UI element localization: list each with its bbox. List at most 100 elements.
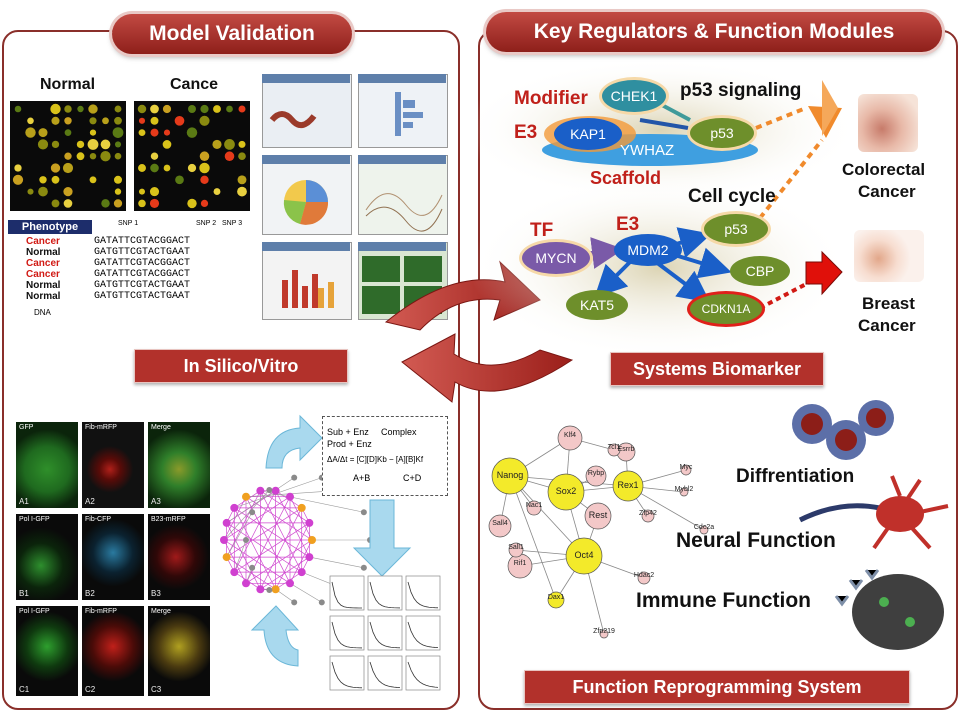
network-node bbox=[256, 585, 265, 594]
phenotype-row-sequence: GATGTTCGTACTGAAT bbox=[94, 247, 191, 258]
gene-label-esrrb: Esrrb bbox=[617, 446, 635, 453]
phenotype-row-sequence: GATATTCGTACGGACT bbox=[94, 258, 191, 269]
in-silico-vitro-label: In Silico/Vitro bbox=[134, 349, 348, 383]
neural-function-label: Neural Function bbox=[676, 529, 836, 552]
phenotype-row-label: Normal bbox=[26, 247, 61, 258]
node-cdkn1a: CDKN1A bbox=[690, 294, 762, 324]
gene-node-zfp42 bbox=[641, 509, 655, 523]
function-reprogramming-label: Function Reprogramming System bbox=[524, 670, 910, 704]
gene-label-mybl2: Mybl2 bbox=[674, 486, 694, 493]
gene-node-rybp bbox=[585, 465, 607, 487]
gene-node-nanog bbox=[491, 457, 529, 495]
network-node bbox=[297, 568, 306, 577]
gene-node-sall1 bbox=[508, 542, 524, 558]
micro-image-a1: A1 bbox=[16, 422, 78, 508]
network-node bbox=[286, 492, 294, 501]
snp1-label: SNP 1 bbox=[118, 220, 139, 227]
p53-signaling-label: p53 signaling bbox=[680, 80, 802, 101]
gene-label-rest: Rest bbox=[588, 510, 608, 520]
gene-label-rybp: Rybp bbox=[587, 470, 605, 477]
immune-function-label: Immune Function bbox=[636, 589, 811, 612]
network-node bbox=[308, 536, 316, 544]
node-cbp: CBP bbox=[730, 256, 790, 286]
model-validation-title: Model Validation bbox=[112, 14, 352, 54]
node-chek1: CHEK1 bbox=[602, 80, 666, 112]
network-node bbox=[222, 518, 231, 527]
scaffold-label: Scaffold bbox=[590, 168, 662, 188]
network-node bbox=[318, 599, 325, 606]
micro-label-b23-mrfp: B23-mRFP bbox=[151, 516, 186, 523]
micro-label-fib-mrfp: Fib-mRFP bbox=[85, 424, 117, 431]
micro-label-pol1-gfp: Pol I-GFP bbox=[19, 516, 50, 523]
cell-cycle-label: Cell cycle bbox=[688, 186, 776, 207]
phenotype-row-label: Normal bbox=[26, 291, 61, 302]
node-mycn: MYCN bbox=[522, 242, 590, 274]
gene-node-dax1 bbox=[547, 591, 565, 609]
gene-label-dax1: Dax1 bbox=[547, 594, 565, 601]
network-node bbox=[249, 509, 256, 516]
micro-image-a3: A3 bbox=[148, 422, 210, 508]
network-node bbox=[249, 564, 256, 571]
microarray-cancer-label: Cance bbox=[170, 76, 219, 93]
network-node bbox=[266, 486, 273, 493]
network-node bbox=[291, 599, 298, 606]
network-node bbox=[266, 587, 273, 594]
network-node bbox=[242, 579, 250, 588]
network-node bbox=[271, 585, 280, 594]
gene-node-hdac2 bbox=[637, 571, 651, 585]
micro-label-fib-cfp: Fib-CFP bbox=[85, 516, 112, 523]
eq3-right: C+D bbox=[403, 473, 422, 483]
gene-node-zfp219 bbox=[599, 629, 609, 639]
gene-label-rex1: Rex1 bbox=[617, 480, 639, 490]
microarray-normal-label: Normal bbox=[40, 76, 96, 93]
node-p53-bottom: p53 bbox=[704, 214, 768, 244]
simulation-plot bbox=[329, 615, 365, 651]
breast-label-2: Cancer bbox=[858, 316, 916, 335]
network-node bbox=[305, 518, 314, 527]
gene-label-sall1: Sall1 bbox=[508, 544, 524, 551]
micro-label-merge: Merge bbox=[151, 424, 171, 431]
eq1-complex: Complex bbox=[381, 427, 417, 437]
eq1-substrate: Sub + Enz bbox=[327, 427, 369, 437]
network-node bbox=[360, 564, 367, 571]
micro-label-fib-mrfp-2: Fib-mRFP bbox=[85, 608, 117, 615]
gene-node-tcl1 bbox=[607, 443, 621, 457]
gene-node-rest bbox=[584, 502, 612, 530]
eq1-product: Prod + Enz bbox=[327, 439, 372, 449]
equation-box: Sub + Enz Complex Prod + Enz ΔA/Δt = [C]… bbox=[322, 416, 448, 496]
phenotype-row-label: Cancer bbox=[26, 269, 60, 280]
tf-label: TF bbox=[530, 220, 554, 241]
network-node bbox=[222, 553, 231, 562]
node-mdm2: MDM2 bbox=[614, 234, 682, 266]
e3-label-top: E3 bbox=[514, 122, 538, 143]
gene-label-rif1: Rif1 bbox=[513, 560, 527, 567]
systems-biomarker-label: Systems Biomarker bbox=[610, 352, 824, 386]
network-node bbox=[256, 486, 265, 495]
network-node bbox=[291, 474, 298, 481]
micro-label-gfp: GFP bbox=[19, 424, 34, 431]
phenotype-row-label: Cancer bbox=[26, 236, 60, 247]
eq2-rate: ΔA/Δt = [C][D]Kb − [A][B]Kf bbox=[327, 455, 424, 464]
network-node bbox=[271, 486, 280, 495]
modifier-label: Modifier bbox=[514, 88, 588, 109]
micro-image-a2: A2 bbox=[82, 422, 144, 508]
phenotype-header: Phenotype bbox=[8, 220, 92, 234]
gene-label-cdc2a: Cdc2a bbox=[693, 524, 715, 531]
micro-image-c1: C1 bbox=[16, 606, 78, 696]
gene-label-sall4: Sall4 bbox=[492, 520, 508, 527]
gene-label-nanog: Nanog bbox=[496, 470, 524, 480]
gene-node-cdc2a bbox=[699, 525, 709, 535]
colorectal-label-2: Cancer bbox=[858, 182, 916, 201]
phenotype-row-label: Normal bbox=[26, 280, 61, 291]
gene-node-sox2 bbox=[547, 473, 585, 511]
gene-label-myc: Myc bbox=[679, 464, 693, 471]
node-kat5: KAT5 bbox=[566, 290, 628, 320]
gene-label-tcl1: Tcl1 bbox=[607, 444, 621, 451]
breast-label-1: Breast bbox=[862, 294, 915, 313]
